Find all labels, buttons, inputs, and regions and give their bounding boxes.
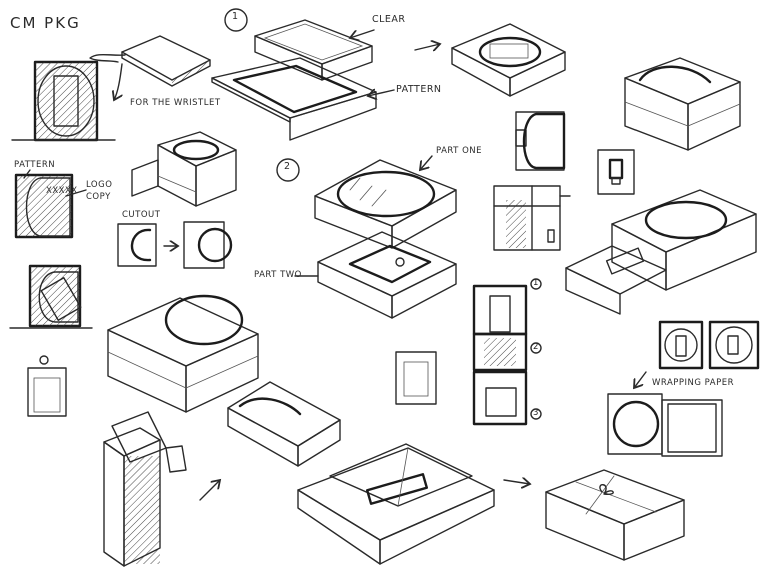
cutout-tray-sketch [451, 23, 566, 97]
logo-card-sketch [597, 149, 635, 195]
open-flap-box-sketch [297, 443, 495, 565]
exploded-drawer-sketch [493, 185, 571, 251]
label-cutout: CUTOUT [122, 210, 161, 220]
label-part-two: PART TWO [254, 270, 302, 280]
sloped-tray-sketch [227, 381, 341, 467]
pattern-tray-sketch [211, 57, 395, 141]
part-one-lid-sketch [314, 155, 457, 249]
wristlet-box-sketch [11, 60, 116, 142]
clear-tray-sketch [254, 19, 375, 81]
open-box-sketch [624, 57, 741, 151]
c-logo-box-sketch [9, 264, 93, 329]
sequence-number-3: 3 [533, 408, 539, 418]
hang-tag-sketch [27, 355, 67, 417]
gift-box-sketch [545, 469, 685, 561]
label-pattern-left: PATTERN [14, 160, 56, 170]
pattern-card-sketch [14, 169, 87, 239]
label-xxxxx: XXXXX [46, 186, 78, 196]
label-wrapping-paper: WRAPPING PAPER [652, 378, 734, 388]
label-pattern-top: PATTERN [396, 84, 442, 95]
sliding-box-sketch [565, 189, 757, 315]
step-2-marker [276, 158, 300, 182]
step-1-number: 1 [232, 11, 239, 22]
sequence-panels-sketch [472, 278, 542, 426]
part-two-base-sketch [294, 231, 457, 319]
cutout-pair-sketch [117, 221, 233, 269]
sequence-number-1: 1 [533, 278, 539, 288]
label-for-the-wristlet: FOR THE WRISTLET [130, 98, 221, 108]
flat-book-sketch [89, 35, 211, 100]
window-box-sketch [515, 111, 566, 171]
label-copy: COPY [86, 192, 111, 202]
tall-box-sketch [103, 411, 187, 567]
wrapping-paper-sketch [607, 371, 723, 457]
step-1-marker [224, 8, 248, 32]
stacked-box-sketch [107, 294, 259, 413]
label-part-one: PART ONE [436, 146, 482, 156]
icon-cards-sketch [658, 320, 760, 370]
label-logo: LOGO [86, 180, 113, 190]
label-clear: CLEAR [372, 14, 406, 25]
flat-window-sketch [395, 351, 437, 405]
drawer-box-sketch [131, 131, 237, 207]
sequence-number-2: 2 [533, 342, 539, 352]
step-2-number: 2 [284, 161, 291, 172]
sheet-title: CM PKG [10, 14, 81, 32]
